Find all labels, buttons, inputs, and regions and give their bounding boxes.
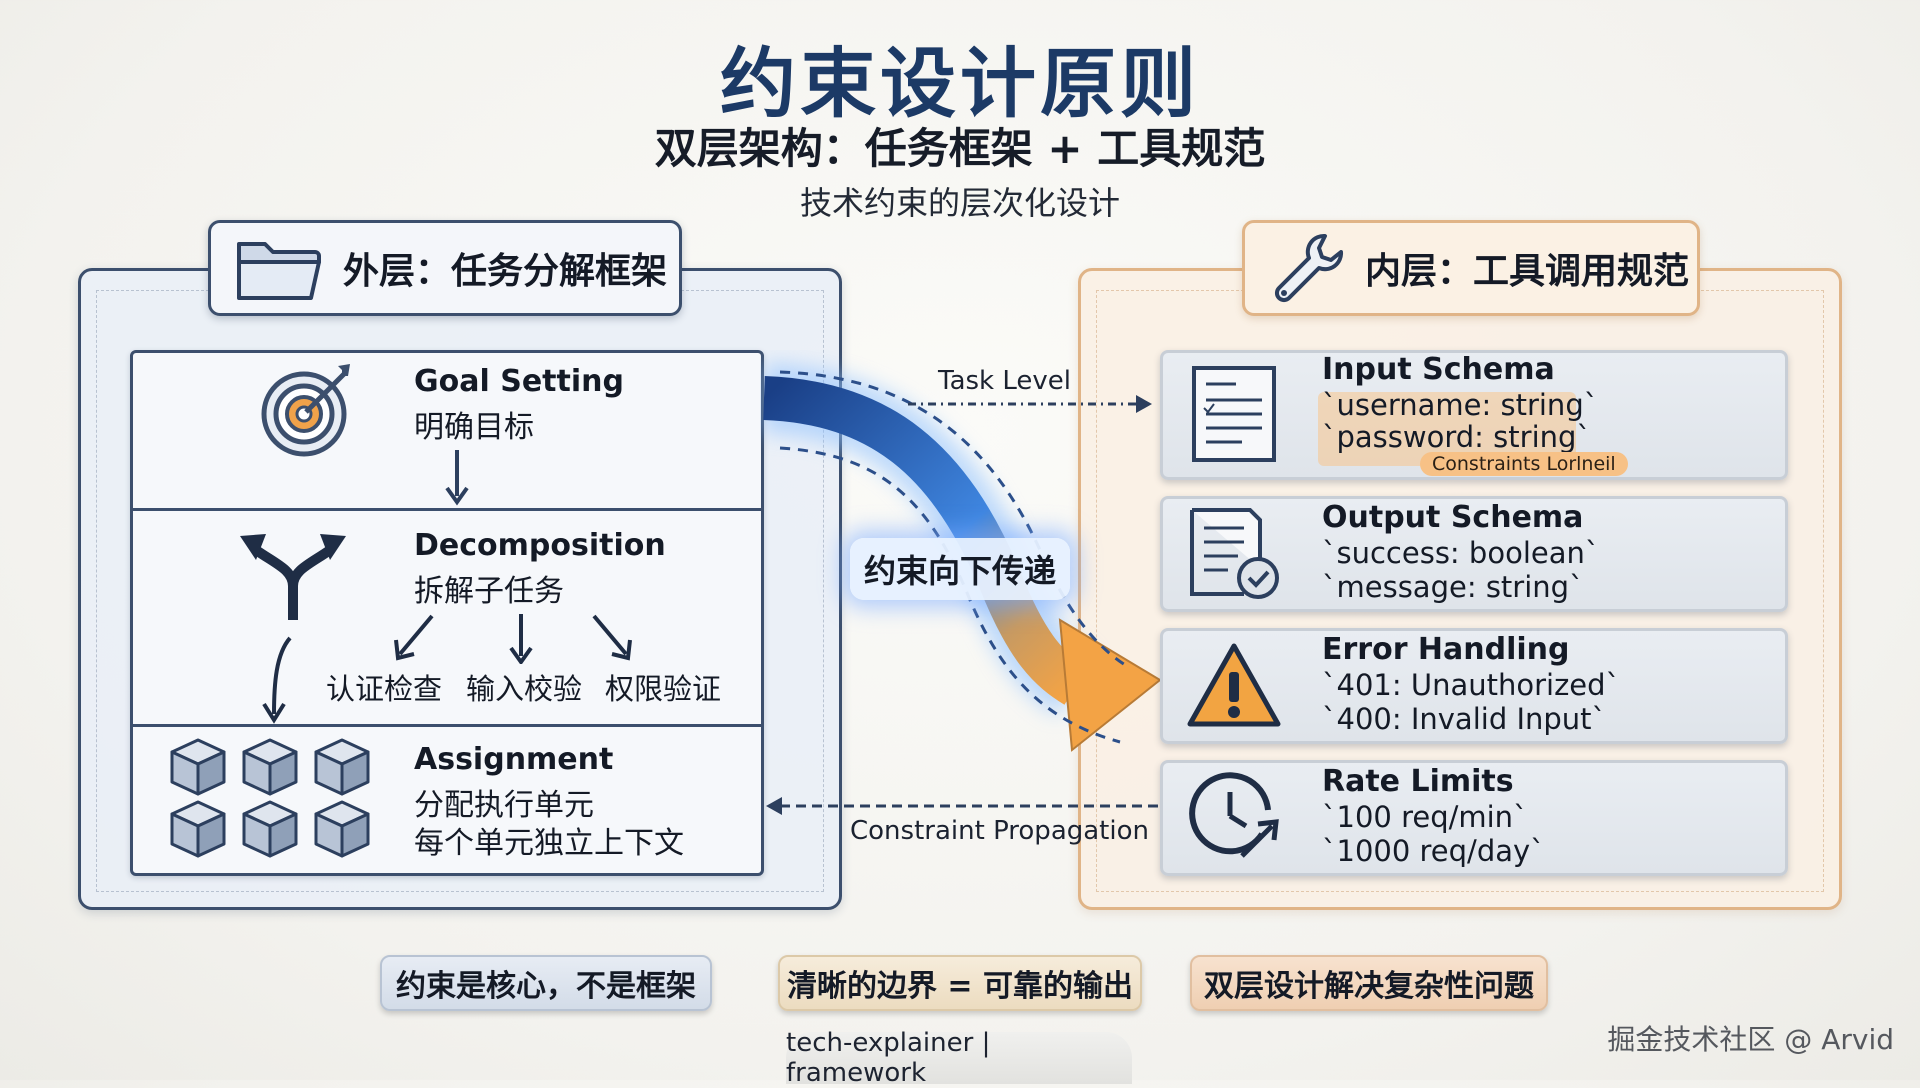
- clock-icon: [1189, 772, 1279, 858]
- error-handling-line: `400: Invalid Input`: [1322, 702, 1607, 736]
- task-steps-box: [130, 350, 764, 876]
- goal-setting-title: Goal Setting: [414, 364, 624, 399]
- page-caption: 技术约束的层次化设计: [799, 184, 1120, 222]
- document-check-icon: [1190, 508, 1279, 599]
- constraint-propagation-badge: 约束向下传递: [850, 538, 1070, 600]
- error-handling-title: Error Handling: [1322, 632, 1570, 667]
- watermark: 掘金技术社区 @ Arvid: [1607, 1023, 1894, 1056]
- folder-icon: [237, 242, 321, 300]
- inner-layer-title: 内层：工具调用规范: [1365, 251, 1690, 292]
- arrow-down-icon: [445, 450, 469, 506]
- split-arrow-icon: [240, 534, 346, 620]
- rate-limits-line: `100 req/min`: [1322, 800, 1528, 834]
- decomposition-title: Decomposition: [414, 528, 666, 563]
- takeaway-pill: 约束是核心，不是框架: [380, 955, 712, 1011]
- subtask-permission-verify: 权限验证: [605, 672, 722, 706]
- document-icon: [1192, 366, 1276, 462]
- error-handling-line: `401: Unauthorized`: [1322, 668, 1621, 702]
- input-schema-title: Input Schema: [1322, 352, 1555, 387]
- takeaway-pill: 双层设计解决复杂性问题: [1190, 955, 1548, 1011]
- footer-tag: tech-explainer | framework: [786, 1028, 1132, 1088]
- page-subtitle: 双层架构：任务框架 + 工具规范: [654, 124, 1266, 173]
- arrow-down-right-icon: [592, 614, 632, 661]
- assignment-title: Assignment: [414, 742, 614, 777]
- curved-arrow-down-icon: [262, 636, 292, 724]
- cubes-icon: [170, 738, 370, 858]
- target-icon: [261, 364, 350, 457]
- arrow-down-icon: [509, 614, 533, 664]
- rate-limits-card: [1160, 760, 1788, 876]
- page-title: 约束设计原则: [720, 39, 1200, 128]
- step-divider: [133, 724, 761, 727]
- output-schema-title: Output Schema: [1322, 500, 1584, 535]
- input-schema-line: `password: string`: [1322, 420, 1591, 454]
- step-divider: [133, 508, 761, 511]
- arrow-down-left-icon: [394, 614, 434, 661]
- outer-layer-title: 外层：任务分解框架: [343, 251, 668, 292]
- inner-layer-tab: 内层：工具调用规范: [1242, 220, 1700, 316]
- constraint-flow-arrow: [762, 363, 1162, 752]
- constraint-propagation-label: Constraint Propagation: [850, 816, 1149, 846]
- goal-setting-subtitle: 明确目标: [414, 410, 534, 445]
- subtask-input-validation: 输入校验: [466, 672, 583, 706]
- task-level-arrow: [908, 395, 1152, 413]
- output-schema-line: `success: boolean`: [1322, 536, 1600, 570]
- warning-icon: [1187, 643, 1281, 727]
- decomposition-subtitle: 拆解子任务: [414, 574, 564, 609]
- input-schema-line: `username: string`: [1322, 388, 1599, 422]
- rate-limits-line: `1000 req/day`: [1322, 834, 1545, 868]
- constraints-badge: Constraints Lorlneil: [1420, 452, 1628, 476]
- takeaway-pill: 清晰的边界 = 可靠的输出: [778, 955, 1142, 1011]
- wrench-icon: [1274, 233, 1344, 303]
- assignment-subtitle: 分配执行单元: [414, 788, 594, 823]
- outer-layer-tab: 外层：任务分解框架: [208, 220, 682, 316]
- constraint-propagation-arrow: [766, 797, 1160, 815]
- task-level-label: Task Level: [938, 366, 1072, 396]
- rate-limits-title: Rate Limits: [1322, 764, 1514, 799]
- assignment-detail: 每个单元独立上下文: [414, 826, 684, 861]
- subtask-auth-check: 认证检查: [326, 672, 443, 706]
- output-schema-line: `message: string`: [1322, 570, 1584, 604]
